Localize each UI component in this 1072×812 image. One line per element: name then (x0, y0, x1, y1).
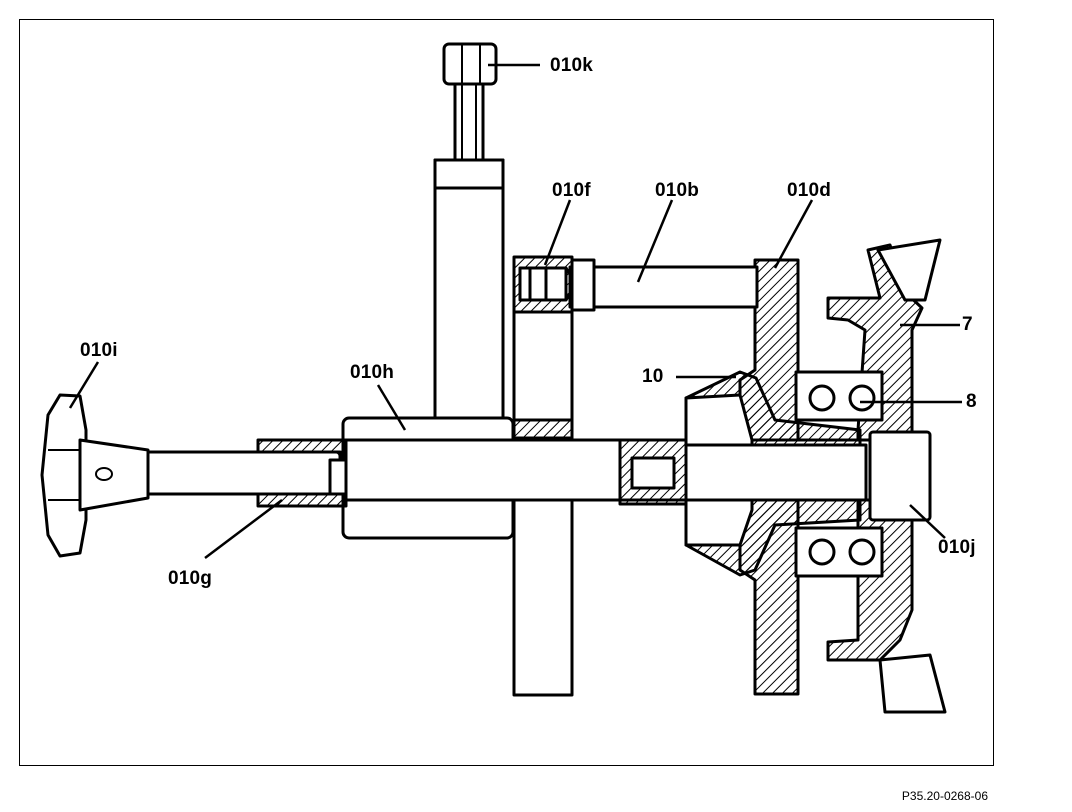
figure-reference: P35.20-0268-06 (901, 789, 988, 803)
leader-010f (543, 199, 572, 266)
diagram-frame (19, 19, 994, 766)
wheel-hub-outer-top (876, 238, 942, 302)
spindle-column (433, 158, 505, 422)
hub-shaft-tip (684, 443, 868, 502)
leader-010g (204, 499, 283, 559)
support-collar (512, 418, 574, 440)
label-10: 10 (642, 366, 664, 387)
spindle-shoulder (433, 158, 505, 190)
leader-010d (773, 199, 814, 269)
label-7: 7 (962, 314, 973, 335)
support-plate (512, 310, 574, 697)
pressure-piece (868, 430, 932, 522)
label-010h: 010h (350, 362, 395, 383)
handle-rod (118, 450, 342, 496)
leader-010h (376, 384, 407, 431)
t-handle (40, 393, 88, 558)
label-010f: 010f (552, 180, 591, 201)
wheel-hub-outer-bottom (878, 653, 947, 714)
label-8: 8 (966, 391, 977, 412)
label-010i: 010i (80, 340, 118, 361)
threaded-rod (453, 78, 485, 162)
bar-end-cap (570, 258, 596, 312)
label-010d: 010d (787, 180, 832, 201)
leader-010b (636, 199, 674, 283)
leader-010j (909, 504, 946, 539)
cross-bar (568, 265, 759, 309)
nut-inner (518, 266, 568, 302)
label-010k: 010k (550, 55, 594, 76)
label-010b: 010b (655, 180, 700, 201)
label-010j: 010j (938, 537, 976, 558)
leader-010i (68, 361, 100, 409)
label-010g: 010g (168, 568, 213, 589)
